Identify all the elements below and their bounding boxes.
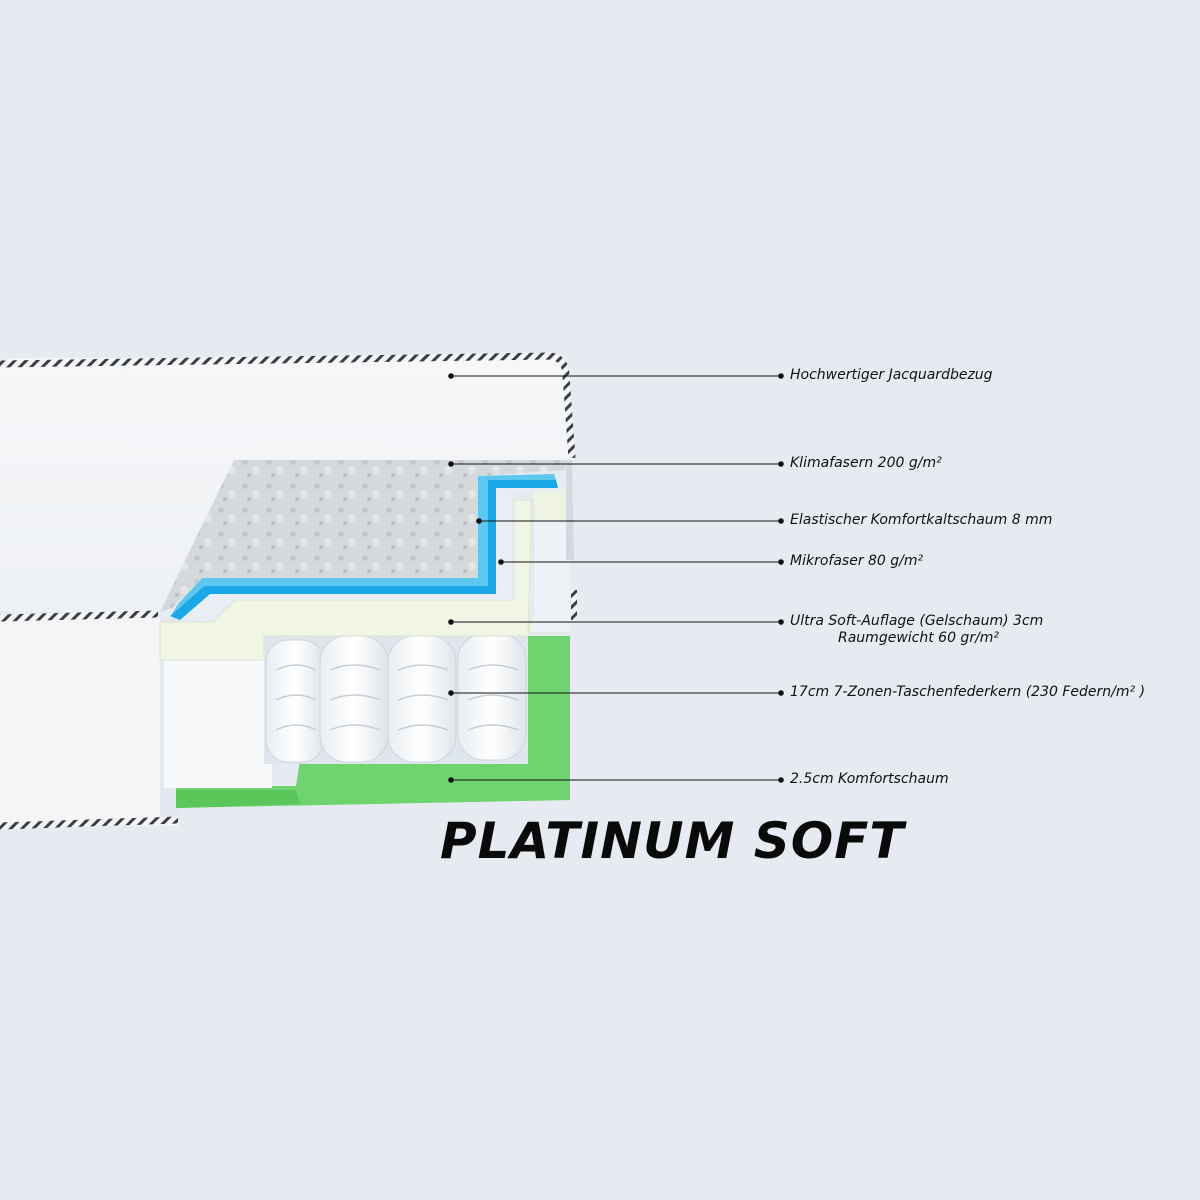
cover-top (0, 358, 574, 612)
label-gel-foam-line1: Ultra Soft-Auflage (Gelschaum) 3cm (790, 613, 1044, 629)
spring-pocket (265, 639, 325, 763)
label-climate-fibers: Klimafasern 200 g/m² (790, 455, 942, 471)
pocket-springs (265, 633, 527, 763)
label-gel-foam-line2: Raumgewicht 60 gr/m² (838, 630, 1000, 646)
product-title: PLATINUM SOFT (440, 812, 905, 870)
cover-piping-bottom (0, 816, 179, 830)
label-spring-core: 17cm 7-Zonen-Taschenfederkern (230 Feder… (790, 684, 1146, 700)
label-cover: Hochwertiger Jacquardbezug (790, 367, 993, 383)
label-base-foam: 2.5cm Komfortschaum (790, 771, 949, 787)
cover-piping-middle (0, 610, 159, 622)
cold-foam-layer (170, 480, 558, 620)
leader-lines (448, 373, 784, 783)
climate-fiber-layer (160, 460, 566, 612)
label-cold-foam: Elastischer Komfortkaltschaum 8 mm (790, 512, 1053, 528)
spring-pocket (457, 633, 527, 761)
base-foam-layer (176, 636, 570, 808)
microfiber-layer (174, 484, 562, 622)
label-gel-foam: Ultra Soft-Auflage (Gelschaum) 3cm Raumg… (790, 613, 1043, 647)
label-microfiber: Mikrofaser 80 g/m² (790, 553, 924, 569)
mattress-side-block (0, 618, 178, 826)
